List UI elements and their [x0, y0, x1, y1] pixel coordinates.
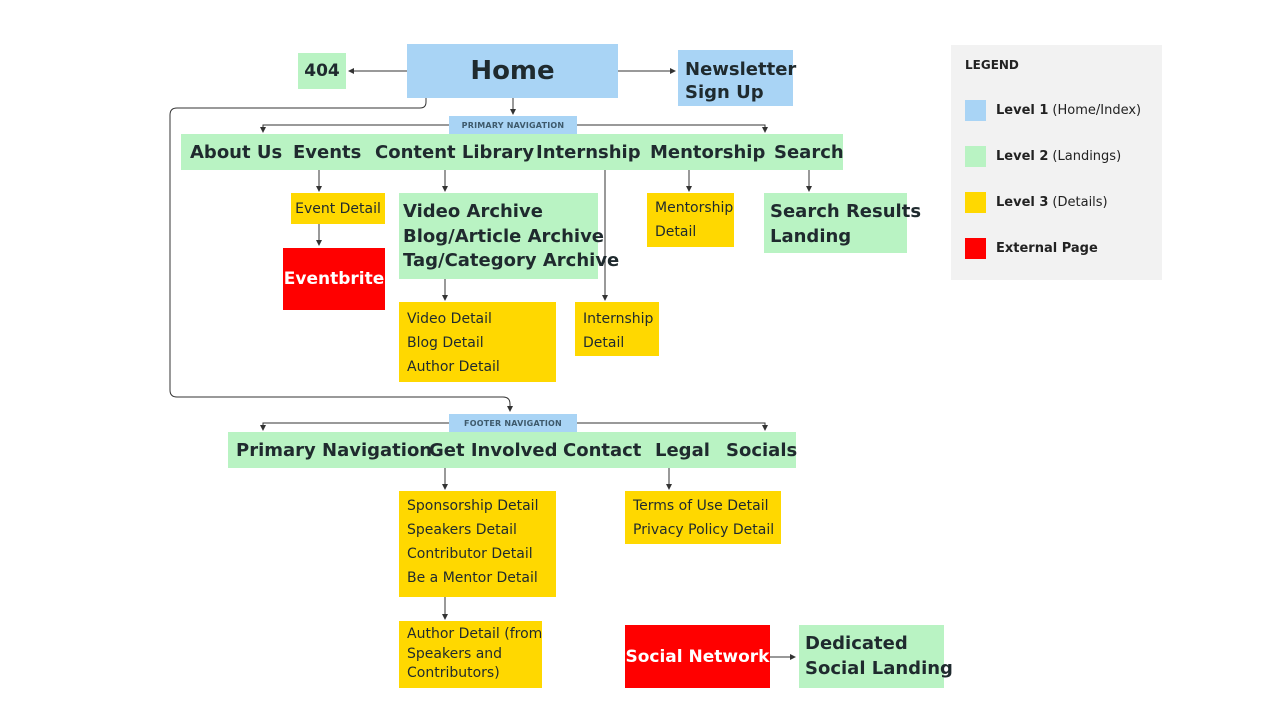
internship-line-2: Detail [583, 335, 625, 351]
legend-item-external: External Page [965, 238, 1102, 259]
legend-level-2-label: Level 2 [996, 149, 1049, 164]
detail-privacy-policy: Privacy Policy Detail [633, 522, 775, 538]
newsletter-line-1: Newsletter [685, 59, 797, 80]
legend-title: LEGEND [965, 58, 1019, 72]
node-content-archives: Video Archive Blog/Article Archive Tag/C… [399, 193, 620, 279]
legend-swatch-blue [965, 100, 986, 121]
search-results-line-2: Landing [770, 225, 852, 247]
legend-item-level-1: Level 1 (Home/Index) [965, 100, 1141, 121]
detail-contributor: Contributor Detail [407, 546, 533, 562]
nav-mentorship: Mentorship [650, 142, 766, 163]
author-from-line-2: Speakers and [407, 645, 503, 662]
primary-navigation-tag: PRIMARY NAVIGATION [449, 116, 577, 134]
archive-blog-article: Blog/Article Archive [403, 225, 605, 247]
node-search-results-landing: Search Results Landing [764, 193, 922, 253]
social-landing-line-2: Social Landing [805, 657, 953, 679]
footer-navigation-tag: FOOTER NAVIGATION [449, 414, 577, 432]
legend-item-level-2: Level 2 (Landings) [965, 146, 1121, 167]
author-from-line-3: Contributors) [407, 665, 500, 681]
node-home: Home [407, 44, 618, 98]
footer-legal: Legal [655, 440, 710, 461]
legend-panel: LEGEND Level 1 (Home/Index) Level 2 (Lan… [951, 45, 1162, 280]
nav-about-us: About Us [190, 142, 283, 163]
internship-line-1: Internship [583, 311, 654, 327]
archive-tag-category: Tag/Category Archive [403, 250, 620, 271]
legend-level-1-desc: (Home/Index) [1052, 103, 1142, 118]
legend-level-1-label: Level 1 [996, 103, 1049, 118]
legend-external-label: External Page [996, 241, 1098, 256]
node-mentorship-detail: Mentorship Detail [647, 193, 734, 247]
social-landing-line-1: Dedicated [805, 633, 908, 654]
detail-sponsorship: Sponsorship Detail [407, 498, 539, 514]
nav-search: Search [774, 142, 844, 163]
node-eventbrite: Eventbrite [283, 248, 385, 310]
footer-primary-navigation: Primary Navigation [236, 440, 433, 461]
node-event-detail: Event Detail [291, 193, 385, 224]
detail-terms-of-use: Terms of Use Detail [633, 498, 769, 514]
node-newsletter-signup: Newsletter Sign Up [678, 50, 797, 106]
node-internship-detail: Internship Detail [575, 302, 659, 356]
legend-swatch-green [965, 146, 986, 167]
search-results-line-1: Search Results [770, 201, 922, 222]
node-author-detail-from-speakers: Author Detail (from Speakers and Contrib… [399, 621, 542, 688]
footer-socials: Socials [726, 440, 798, 461]
footer-contact: Contact [563, 440, 642, 461]
nav-events: Events [293, 142, 362, 163]
nav-content-library: Content Library [375, 142, 535, 163]
primary-navigation-bar: About Us Events Content Library Internsh… [181, 134, 844, 170]
detail-author: Author Detail [407, 359, 500, 375]
detail-speakers: Speakers Detail [407, 522, 517, 538]
detail-be-a-mentor: Be a Mentor Detail [407, 570, 538, 586]
node-dedicated-social-landing: Dedicated Social Landing [799, 625, 953, 688]
footer-get-involved: Get Involved [429, 440, 558, 461]
mentorship-line-2: Detail [655, 224, 697, 240]
legend-level-3-label: Level 3 [996, 195, 1049, 210]
legend-level-3-desc: (Details) [1052, 195, 1108, 210]
legend-swatch-red [965, 238, 986, 259]
legend-swatch-yellow [965, 192, 986, 213]
author-from-line-1: Author Detail (from [407, 626, 543, 642]
node-content-details: Video Detail Blog Detail Author Detail [399, 302, 556, 382]
footer-navigation-bar: Primary Navigation Get Involved Contact … [228, 432, 798, 468]
node-404: 404 [298, 53, 346, 89]
detail-video: Video Detail [407, 311, 492, 327]
mentorship-line-1: Mentorship [655, 200, 734, 216]
nav-internship: Internship [536, 142, 641, 163]
node-legal-details: Terms of Use Detail Privacy Policy Detai… [625, 491, 781, 544]
node-get-involved-details: Sponsorship Detail Speakers Detail Contr… [399, 491, 556, 597]
node-social-network: Social Network [625, 625, 770, 688]
newsletter-line-2: Sign Up [685, 82, 764, 103]
archive-video: Video Archive [403, 201, 543, 222]
detail-blog: Blog Detail [407, 335, 484, 351]
legend-item-level-3: Level 3 (Details) [965, 192, 1108, 213]
legend-level-2-desc: (Landings) [1052, 149, 1122, 164]
